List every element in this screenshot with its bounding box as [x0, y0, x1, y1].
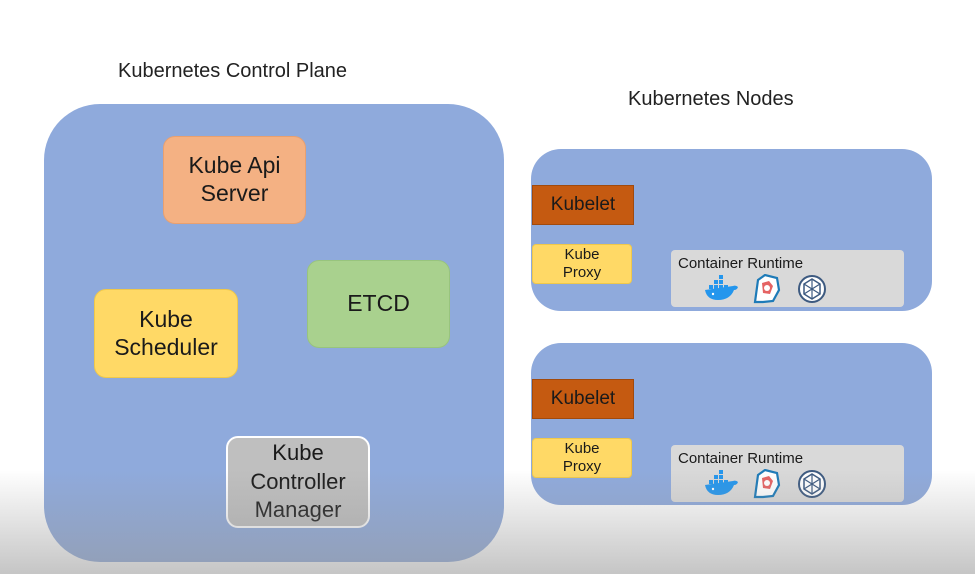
- container-runtime-box: Container Runtime: [671, 250, 904, 307]
- rkt-icon: [753, 469, 781, 499]
- cri-o-icon: [798, 275, 826, 303]
- container-runtime-label: Container Runtime: [678, 450, 804, 467]
- kubelet-box: Kubelet: [532, 185, 634, 225]
- docker-icon: [705, 275, 738, 300]
- container-runtime-box: Container Runtime: [671, 445, 904, 502]
- etcd-box: ETCD: [307, 260, 450, 348]
- cri-o-icon: [798, 470, 826, 498]
- runtime-icons: [703, 469, 833, 499]
- kubernetes-node: Kubelet Kube Proxy Container Runtime: [531, 343, 932, 505]
- kubelet-box: Kubelet: [532, 379, 634, 419]
- kube-proxy-box: Kube Proxy: [532, 438, 632, 478]
- nodes-title: Kubernetes Nodes: [628, 88, 794, 110]
- kube-proxy-box: Kube Proxy: [532, 244, 632, 284]
- runtime-icons: [703, 274, 833, 304]
- kube-scheduler-box: Kube Scheduler: [94, 289, 238, 378]
- kube-controller-manager-box: Kube Controller Manager: [226, 436, 370, 528]
- rkt-icon: [753, 274, 781, 304]
- container-runtime-label: Container Runtime: [678, 255, 804, 272]
- kubernetes-node: Kubelet Kube Proxy Container Runtime: [531, 149, 932, 311]
- kube-api-server-box: Kube Api Server: [163, 136, 306, 224]
- control-plane-title: Kubernetes Control Plane: [118, 60, 348, 82]
- docker-icon: [705, 470, 738, 495]
